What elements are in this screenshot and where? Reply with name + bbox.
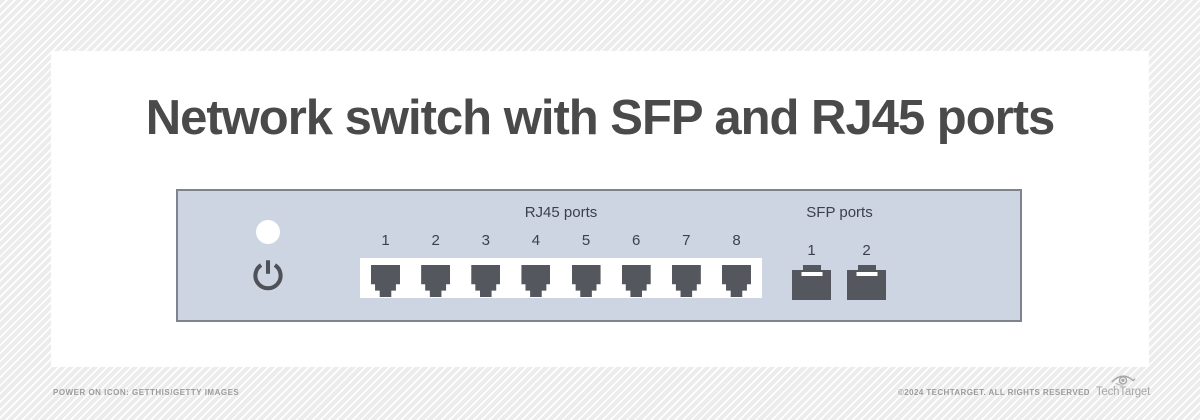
sfp-port-number: 2 — [862, 242, 871, 259]
brand-name: TechTarget — [1095, 386, 1151, 398]
rj45-port-icon — [371, 265, 400, 297]
eye-icon — [1111, 375, 1136, 386]
rj45-port-number: 8 — [732, 232, 741, 249]
rj45-port-icon — [421, 265, 451, 297]
rj45-port-number: 3 — [481, 232, 490, 249]
rj45-section-label: RJ45 ports — [524, 204, 598, 221]
rj45-port-icon — [571, 265, 601, 297]
sfp-port-numbers: 1 2 — [792, 241, 887, 261]
rj45-port-icon — [521, 265, 551, 297]
rj45-port-number: 4 — [531, 232, 541, 249]
sfp-section: SFP ports 1 2 — [792, 205, 887, 300]
rj45-port-icon — [471, 265, 501, 297]
sfp-port-number: 1 — [807, 242, 816, 259]
content-card: Network switch with SFP and RJ45 ports R… — [51, 51, 1149, 367]
page-title: Network switch with SFP and RJ45 ports — [145, 91, 1056, 145]
rj45-section: RJ45 ports 1 2 3 4 5 6 7 8 — [360, 205, 762, 298]
rj45-port-number: 5 — [581, 232, 591, 249]
techtarget-logo: TechTarget — [1094, 372, 1152, 398]
power-icon — [253, 260, 283, 291]
rj45-port-number: 7 — [682, 232, 691, 249]
rj45-port-number: 6 — [632, 232, 641, 249]
image-credit: POWER ON ICON: GETTHIS/GETTY IMAGES — [53, 388, 240, 397]
rj45-port-panel — [360, 258, 762, 298]
rj45-port-icon — [721, 265, 751, 297]
power-led-indicator — [256, 220, 280, 244]
sfp-section-label: SFP ports — [806, 204, 873, 221]
rj45-port-numbers: 1 2 3 4 5 6 7 8 — [360, 231, 762, 251]
copyright-notice: ©2024 TECHTARGET. ALL RIGHTS RESERVED — [898, 388, 1090, 397]
rj45-port-number: 1 — [381, 232, 390, 249]
rj45-port-icon — [671, 265, 701, 297]
sfp-port-icon — [847, 265, 886, 300]
sfp-port-icon — [792, 265, 831, 300]
rj45-port-number: 2 — [431, 232, 440, 249]
sfp-port-panel — [792, 265, 887, 300]
network-switch-diagram: RJ45 ports 1 2 3 4 5 6 7 8 — [176, 189, 1022, 322]
rj45-port-icon — [621, 265, 651, 297]
